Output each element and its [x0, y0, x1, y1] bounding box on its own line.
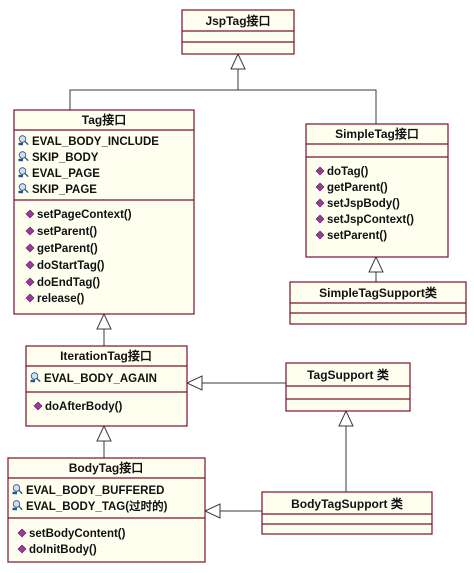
- class-title: IterationTag接口: [60, 348, 152, 363]
- class-title: SimpleTagSupport类: [319, 285, 438, 300]
- method-name: doAfterBody(): [45, 401, 122, 413]
- class-title: Tag接口: [82, 112, 126, 127]
- method-name: doInitBody(): [29, 544, 97, 556]
- field-name: SKIP_PAGE: [32, 184, 97, 196]
- arrowhead-tagsupport: [338, 409, 354, 427]
- arrowhead-simpletag: [368, 255, 384, 273]
- class-tag: Tag接口 EVAL_BODY_INCLUDE SKIP_BODY EVAL_P…: [13, 109, 195, 315]
- class-bodytagsupport: BodyTagSupport 类: [261, 491, 433, 535]
- method-name: setParent(): [37, 226, 97, 238]
- class-title: JspTag接口: [205, 13, 270, 28]
- field-name: EVAL_BODY_AGAIN: [44, 373, 157, 385]
- arrowhead-iterationtag: [185, 375, 203, 391]
- class-title: BodyTagSupport 类: [291, 496, 404, 511]
- method-name: setJspBody(): [327, 198, 400, 210]
- method-name: getParent(): [37, 243, 98, 255]
- method-name: doTag(): [327, 166, 368, 178]
- field-name: SKIP_BODY: [32, 152, 99, 164]
- inheritance-links: [69, 52, 384, 519]
- method-name: getParent(): [327, 182, 388, 194]
- class-title: SimpleTag接口: [335, 126, 419, 141]
- link-simpletag-to-jsptag: [238, 89, 377, 124]
- field-name: EVAL_BODY_BUFFERED: [26, 485, 164, 497]
- method-name: doStartTag(): [37, 260, 105, 272]
- arrowhead-jsptag: [230, 52, 246, 70]
- class-iterationtag: IterationTag接口 EVAL_BODY_AGAIN doAfterBo…: [25, 345, 188, 427]
- class-title: BodyTag接口: [69, 460, 143, 475]
- arrowhead-bodytag: [203, 503, 221, 519]
- field-name: EVAL_PAGE: [32, 168, 100, 180]
- method-name: setJspContext(): [327, 214, 414, 226]
- class-jsptag: JspTag接口: [181, 9, 295, 55]
- class-simpletag: SimpleTag接口 doTag() getParent() setJspBo…: [305, 123, 449, 258]
- method-name: release(): [37, 293, 84, 305]
- field-name: EVAL_BODY_INCLUDE: [32, 136, 159, 148]
- field-name: EVAL_BODY_TAG(过时的): [26, 499, 168, 513]
- method-name: setBodyContent(): [29, 528, 126, 540]
- class-bodytag: BodyTag接口 EVAL_BODY_BUFFERED EVAL_BODY_T…: [7, 457, 206, 563]
- class-simpletagsupport: SimpleTagSupport类: [289, 281, 467, 325]
- class-tagsupport: TagSupport 类: [285, 362, 411, 412]
- class-title: TagSupport 类: [307, 367, 390, 382]
- method-name: setParent(): [327, 230, 387, 242]
- method-name: doEndTag(): [37, 277, 100, 289]
- link-tag-to-jsptag: [69, 69, 239, 110]
- arrowhead-iterationtag-2: [96, 424, 112, 442]
- method-name: setPageContext(): [37, 209, 132, 221]
- arrowhead-tag: [96, 312, 112, 330]
